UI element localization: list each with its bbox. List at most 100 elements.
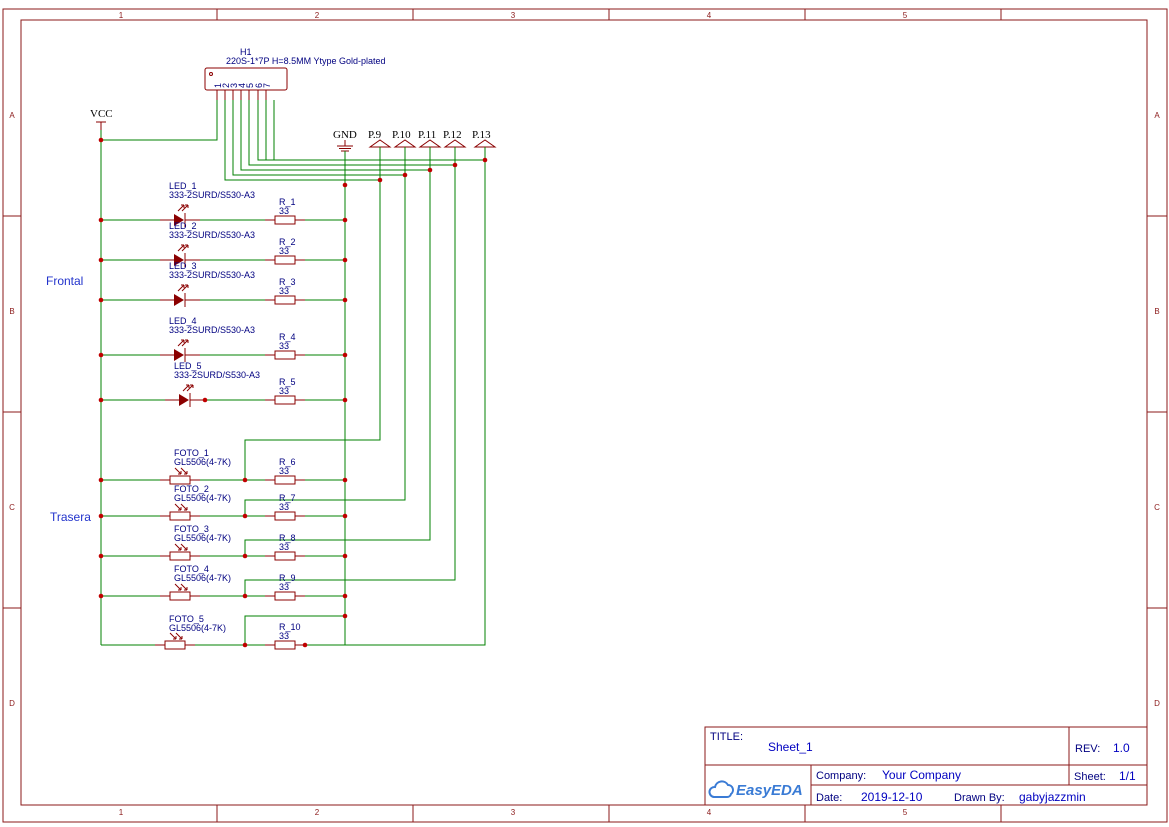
resistor-6: R_6 33	[265, 457, 305, 485]
photoresistor-3: FOTO_3 GL5506(4-7K)	[160, 524, 231, 561]
resistor-2-value: 33	[279, 246, 289, 256]
led-3-name: LED_3	[169, 261, 197, 271]
drawn-by-value: gabyjazzmin	[1019, 790, 1086, 804]
net-port-p12: P.12	[443, 129, 467, 148]
net-port-p9: P.9	[368, 129, 392, 148]
photoresistor-2: FOTO_2 GL5506(4-7K)	[160, 484, 231, 521]
photoresistor-4: FOTO_4 GL5506(4-7K)	[160, 564, 231, 601]
zone-top-1: 1	[119, 11, 124, 20]
zone-left-b: B	[9, 307, 14, 316]
resistor-9: R_9 33	[265, 573, 305, 601]
header-pin-6: 6	[254, 83, 264, 88]
rev-label: REV:	[1075, 743, 1100, 755]
resistor-7: R_7 33	[265, 493, 305, 521]
zone-left-d: D	[9, 699, 15, 708]
zone-labels: 1 2 3 4 5 1 2 3 4 5 A B C D A B C D	[9, 11, 1160, 817]
resistor-8-value: 33	[279, 542, 289, 552]
vcc-symbol: VCC	[90, 108, 113, 130]
photoresistor-1: FOTO_1 GL5506(4-7K)	[160, 448, 231, 485]
net-port-p13-label: P.13	[472, 129, 491, 141]
header-pin-1: 1	[213, 83, 223, 88]
rev-value: 1.0	[1113, 741, 1130, 755]
net-port-p10: P.10	[392, 129, 417, 148]
date-label: Date:	[816, 792, 842, 804]
resistor-3: R_3 33	[265, 277, 305, 305]
net-port-p12-label: P.12	[443, 129, 462, 141]
foto-5-name: FOTO_5	[169, 614, 204, 624]
resistor-2: R_2 33	[265, 237, 305, 265]
company-value: Your Company	[882, 768, 961, 782]
resistor-5-value: 33	[279, 386, 289, 396]
company-label: Company:	[816, 770, 866, 782]
foto-3-part: GL5506(4-7K)	[174, 533, 231, 543]
resistor-4: R_4 33	[265, 332, 305, 360]
resistor-10-name: R_10	[279, 622, 301, 632]
zone-top-3: 3	[511, 11, 516, 20]
date-value: 2019-12-10	[861, 790, 923, 804]
sheet-number: 1/1	[1119, 769, 1136, 783]
resistor-1-value: 33	[279, 206, 289, 216]
led-1: LED_1 333-2SURD/S530-A3	[160, 181, 255, 227]
foto-4-name: FOTO_4	[174, 564, 209, 574]
easyeda-logo: EasyEDA	[708, 780, 803, 799]
net-port-p10-label: P.10	[392, 129, 411, 141]
led-3-part: 333-2SURD/S530-A3	[169, 270, 255, 280]
led-5: LED_5 333-2SURD/S530-A3	[165, 361, 260, 407]
led-2-name: LED_2	[169, 221, 197, 231]
foto-5-part: GL5506(4-7K)	[169, 623, 226, 633]
led-4-name: LED_4	[169, 316, 197, 326]
foto-4-part: GL5506(4-7K)	[174, 573, 231, 583]
zone-bottom-4: 4	[707, 808, 712, 817]
led-4: LED_4 333-2SURD/S530-A3	[160, 316, 255, 362]
title-label: TITLE:	[710, 731, 743, 743]
resistor-8: R_8 33	[265, 533, 305, 561]
foto-2-name: FOTO_2	[174, 484, 209, 494]
net-port-p9-label: P.9	[368, 129, 382, 141]
resistor-9-name: R_9	[279, 573, 296, 583]
zone-bottom-5: 5	[903, 808, 908, 817]
group-label-trasera: Trasera	[50, 510, 91, 524]
zone-top-4: 4	[707, 11, 712, 20]
resistor-4-value: 33	[279, 341, 289, 351]
resistor-5: R_5 33	[265, 377, 305, 405]
foto-3-name: FOTO_3	[174, 524, 209, 534]
gnd-label: GND	[333, 129, 357, 141]
led-1-part: 333-2SURD/S530-A3	[169, 190, 255, 200]
led-4-part: 333-2SURD/S530-A3	[169, 325, 255, 335]
resistor-10-value: 33	[279, 631, 289, 641]
gnd-symbol: GND	[333, 129, 357, 152]
header-designator: H1	[240, 47, 252, 57]
header-body	[204, 67, 288, 91]
resistor-7-value: 33	[279, 502, 289, 512]
resistor-9-value: 33	[279, 582, 289, 592]
zone-top-5: 5	[903, 11, 908, 20]
sheet-title: Sheet_1	[768, 740, 813, 754]
zone-right-b: B	[1154, 307, 1159, 316]
net-port-p11: P.11	[418, 129, 442, 148]
resistor-6-value: 33	[279, 466, 289, 476]
resistor-3-name: R_3	[279, 277, 296, 287]
resistor-5-name: R_5	[279, 377, 296, 387]
resistor-1: R_1 33	[265, 197, 305, 225]
header-pin-2: 2	[221, 83, 231, 88]
led-2: LED_2 333-2SURD/S530-A3	[160, 221, 255, 267]
zone-left-c: C	[9, 503, 15, 512]
led-2-part: 333-2SURD/S530-A3	[169, 230, 255, 240]
header-pin-4: 4	[237, 83, 247, 88]
junction-dots	[98, 137, 488, 648]
zone-top-2: 2	[315, 11, 320, 20]
cloud-icon	[708, 780, 734, 798]
logo-text: EasyEDA	[736, 782, 803, 799]
header-pin-5: 5	[245, 83, 255, 88]
header-value: 220S-1*7P H=8.5MM Ytype Gold-plated	[226, 56, 386, 66]
drawn-by-label: Drawn By:	[954, 792, 1005, 804]
zone-bottom-1: 1	[119, 808, 124, 817]
resistor-3-value: 33	[279, 286, 289, 296]
sheet-frame	[2, 8, 1168, 823]
group-label-frontal: Frontal	[46, 274, 83, 288]
net-port-p11-label: P.11	[418, 129, 436, 141]
zone-left-a: A	[9, 111, 15, 120]
led-3: LED_3 333-2SURD/S530-A3	[160, 261, 255, 307]
wiring	[100, 100, 486, 646]
